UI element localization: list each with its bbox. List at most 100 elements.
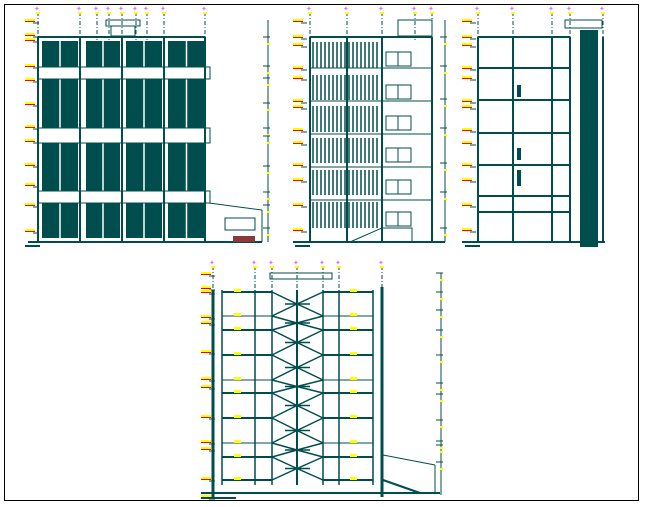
scale-bar: [201, 497, 236, 499]
stair-ramp: [382, 479, 421, 494]
stair-flight: [271, 322, 298, 331]
stair-flight: [296, 429, 324, 444]
stair-core-checker: [589, 149, 598, 156]
floor-spandrel: [37, 190, 211, 204]
axis-marker-icon: ✦: [209, 259, 215, 267]
stair-core-checker: [580, 44, 589, 51]
level-marker: [293, 76, 303, 78]
dimension-marker: [444, 234, 447, 236]
level-marker-accent: [201, 274, 211, 275]
stair-flight: [271, 341, 298, 356]
dimension-marker: [440, 279, 443, 281]
dimension-marker: [440, 426, 443, 428]
axis-tag: [337, 266, 341, 268]
level-marker-accent: [462, 101, 472, 102]
level-marker-accent: [201, 449, 211, 450]
dimension-marker: [440, 451, 443, 453]
stair-flight: [296, 392, 324, 407]
dimension-marker: [267, 234, 270, 236]
axis-marker-icon: ✦: [378, 259, 384, 267]
dimension-marker: [444, 198, 447, 200]
level-marker-accent: [293, 101, 303, 102]
level-marker-accent: [462, 143, 472, 144]
scale-bar: [295, 245, 310, 247]
level-marker: [201, 315, 211, 317]
stair-flight: [271, 429, 298, 444]
level-marker-accent: [462, 45, 472, 46]
axis-tag: [430, 12, 434, 14]
level-marker-accent: [293, 130, 303, 131]
dimension-marker: [267, 172, 270, 174]
axis-marker-icon: ✦: [160, 5, 166, 13]
stair-flight: [296, 354, 324, 369]
level-marker-accent: [25, 104, 35, 105]
axis-tag: [162, 12, 166, 14]
stair-core-checker: [580, 135, 589, 142]
level-marker: [462, 141, 472, 143]
level-marker: [293, 228, 303, 230]
level-marker-accent: [201, 417, 211, 418]
level-tag: [350, 352, 357, 355]
axis-tag: [321, 266, 325, 268]
stair-flight: [296, 379, 324, 388]
stair-core-checker: [589, 205, 598, 212]
stair-core-checker: [589, 72, 598, 79]
level-marker-accent: [293, 45, 303, 46]
dimension-marker: [440, 400, 443, 402]
axis-marker-icon: ✦: [293, 259, 299, 267]
stair-core-checker: [580, 93, 589, 100]
dimension-marker: [444, 43, 447, 45]
dimension-marker: [440, 468, 443, 470]
roof-stair-box: [269, 272, 333, 280]
axis-tag: [380, 266, 384, 268]
axis-tag: [380, 12, 384, 14]
door: [517, 170, 521, 186]
axis-tag: [78, 12, 82, 14]
stair-core-checker: [580, 100, 589, 107]
level-marker-accent: [25, 185, 35, 186]
stair-flight: [296, 315, 324, 324]
axis-tag: [253, 266, 257, 268]
stair-core-checker: [580, 79, 589, 86]
level-marker: [25, 183, 35, 185]
axis-marker-icon: ✦: [118, 5, 124, 13]
level-marker: [201, 290, 211, 292]
level-marker-accent: [201, 442, 211, 443]
level-marker: [25, 38, 35, 40]
ramp-wall: [382, 454, 436, 466]
stair-core-checker: [589, 107, 598, 114]
level-marker: [462, 35, 472, 37]
level-marker-accent: [25, 40, 35, 41]
level-marker: [201, 477, 211, 479]
stair-core-checker: [580, 191, 589, 198]
axis-marker-icon: ✦: [132, 5, 138, 13]
door: [517, 85, 521, 97]
level-marker-accent: [462, 230, 472, 231]
scale-bar: [465, 245, 480, 247]
stair-core-checker: [589, 233, 598, 240]
stair-flight: [271, 379, 298, 388]
level-marker-accent: [25, 231, 35, 232]
level-tag: [234, 390, 241, 393]
stair-flight: [271, 404, 298, 419]
side-elevation: ✦✦✦✦✦: [293, 5, 447, 247]
axis-tag: [270, 266, 274, 268]
level-marker: [201, 321, 211, 323]
level-marker: [293, 203, 303, 205]
axis-tag: [95, 12, 99, 14]
dimension-marker: [440, 361, 443, 363]
level-marker-accent: [201, 352, 211, 353]
axis-tag: [107, 12, 111, 14]
axis-marker-icon: ✦: [76, 5, 82, 13]
level-marker-accent: [293, 205, 303, 206]
level-marker-accent: [293, 78, 303, 79]
stair-flight: [271, 315, 298, 324]
level-marker: [25, 33, 35, 35]
axis-tag: [413, 12, 417, 14]
level-marker: [293, 35, 303, 37]
level-marker-accent: [293, 230, 303, 231]
dimension-marker: [267, 134, 270, 136]
axis-marker-icon: ✦: [143, 5, 149, 13]
stair-core-checker: [580, 226, 589, 233]
level-marker-accent: [201, 288, 211, 289]
